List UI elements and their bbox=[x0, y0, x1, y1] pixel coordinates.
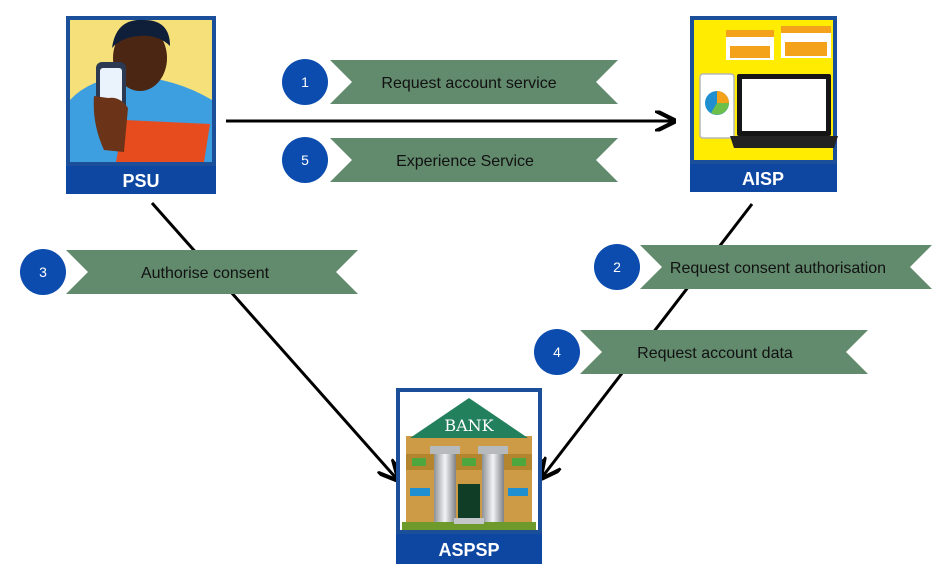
step-1: 1 Request account service bbox=[282, 59, 618, 105]
step-number: 5 bbox=[301, 152, 309, 168]
step-3: 3 Authorise consent bbox=[20, 249, 358, 295]
aspsp-actor: BANK ASPSP bbox=[396, 388, 542, 564]
step-number: 2 bbox=[613, 259, 621, 275]
step-number: 3 bbox=[39, 264, 47, 280]
bank-building-icon bbox=[402, 398, 536, 530]
laptop-icon bbox=[730, 74, 838, 148]
step-number-circle bbox=[282, 137, 328, 183]
step-ribbon bbox=[66, 250, 358, 294]
step-number-circle bbox=[282, 59, 328, 105]
step-5: 5 Experience Service bbox=[282, 137, 618, 183]
step-ribbon bbox=[330, 138, 618, 182]
psu-actor: PSU bbox=[66, 16, 216, 194]
person-with-phone-icon bbox=[70, 19, 212, 162]
psu-label: PSU bbox=[122, 171, 159, 191]
aspsp-label-bar bbox=[396, 534, 542, 564]
step-ribbon bbox=[330, 60, 618, 104]
dashboard-cards-icon bbox=[726, 26, 831, 60]
step-number-circle bbox=[594, 244, 640, 290]
step-ribbon bbox=[640, 245, 932, 289]
aisp-label-bar bbox=[690, 164, 837, 192]
tablet-pie-chart-icon bbox=[699, 73, 735, 139]
step-label: Request account data bbox=[637, 345, 793, 362]
aisp-label: AISP bbox=[742, 169, 784, 189]
step-label: Request account service bbox=[381, 75, 556, 92]
step-label: Authorise consent bbox=[141, 265, 270, 282]
step-4: 4 Request account data bbox=[534, 329, 868, 375]
arrow-psu-to-aspsp bbox=[150, 202, 396, 478]
step-label: Experience Service bbox=[396, 153, 534, 170]
step-number-circle bbox=[20, 249, 66, 295]
bank-sign: BANK bbox=[444, 416, 494, 435]
step-number: 1 bbox=[301, 74, 309, 90]
step-label: Request consent authorisation bbox=[670, 260, 886, 277]
step-number: 4 bbox=[553, 344, 561, 360]
step-number-circle bbox=[534, 329, 580, 375]
step-ribbon bbox=[580, 330, 868, 374]
aisp-actor: AISP bbox=[690, 16, 838, 192]
step-2: 2 Request consent authorisation bbox=[594, 244, 932, 290]
psu-label-bar bbox=[66, 166, 216, 194]
aspsp-label: ASPSP bbox=[438, 540, 499, 560]
